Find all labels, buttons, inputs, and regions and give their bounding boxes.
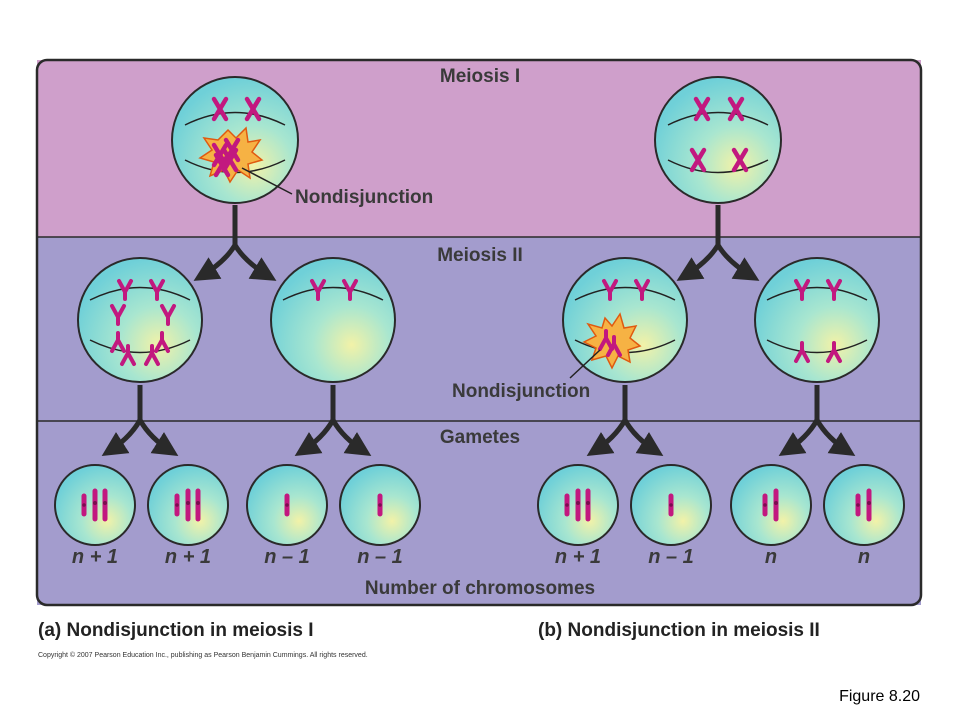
- gamete-label-a2: n + 1: [165, 546, 211, 568]
- figure-label: Figure 8.20: [839, 688, 920, 705]
- heading-meiosis-2: Meiosis II: [437, 245, 523, 266]
- gamete-a4: [339, 464, 421, 546]
- split-arrow-a2: [294, 385, 372, 457]
- gamete-label-b3: n: [765, 546, 777, 568]
- cell-meiosis2-a1: [77, 257, 203, 383]
- split-arrow-b: [676, 205, 760, 281]
- heading-gametes: Gametes: [440, 427, 520, 448]
- split-arrow-b1: [586, 385, 664, 457]
- axis-caption: Number of chromosomes: [365, 578, 595, 599]
- cell-meiosis1-a: [171, 76, 299, 204]
- gamete-b2: [630, 464, 712, 546]
- split-arrow-a1: [101, 385, 179, 457]
- gamete-b1: [537, 464, 619, 546]
- split-arrow-a: [193, 205, 277, 281]
- cell-meiosis1-b: [654, 76, 782, 204]
- gamete-a3: [246, 464, 328, 546]
- gamete-label-b2: n – 1: [648, 546, 694, 568]
- gamete-b4: [823, 464, 905, 546]
- gamete-label-a3: n – 1: [264, 546, 310, 568]
- gamete-label-a1: n + 1: [72, 546, 118, 568]
- gamete-a1: [54, 464, 136, 546]
- cell-meiosis2-a2: [270, 257, 396, 383]
- gamete-label-b1: n + 1: [555, 546, 601, 568]
- split-arrow-b2: [778, 385, 856, 457]
- copyright-notice: Copyright © 2007 Pearson Education Inc.,…: [38, 652, 368, 659]
- pointer-line: [241, 167, 293, 195]
- cell-meiosis2-b1: [562, 257, 688, 383]
- gamete-a2: [147, 464, 229, 546]
- caption-a: (a) Nondisjunction in meiosis I: [38, 620, 314, 641]
- gamete-label-a4: n – 1: [357, 546, 403, 568]
- nondisjunction-label-b: Nondisjunction: [452, 381, 590, 402]
- diagram-frame: [35, 58, 923, 607]
- pointer-line: [569, 349, 601, 379]
- gamete-label-b4: n: [858, 546, 870, 568]
- heading-meiosis-1: Meiosis I: [440, 66, 520, 87]
- nondisjunction-label-a: Nondisjunction: [295, 187, 433, 208]
- caption-b: (b) Nondisjunction in meiosis II: [538, 620, 820, 641]
- cell-meiosis2-b2: [754, 257, 880, 383]
- gamete-b3: [730, 464, 812, 546]
